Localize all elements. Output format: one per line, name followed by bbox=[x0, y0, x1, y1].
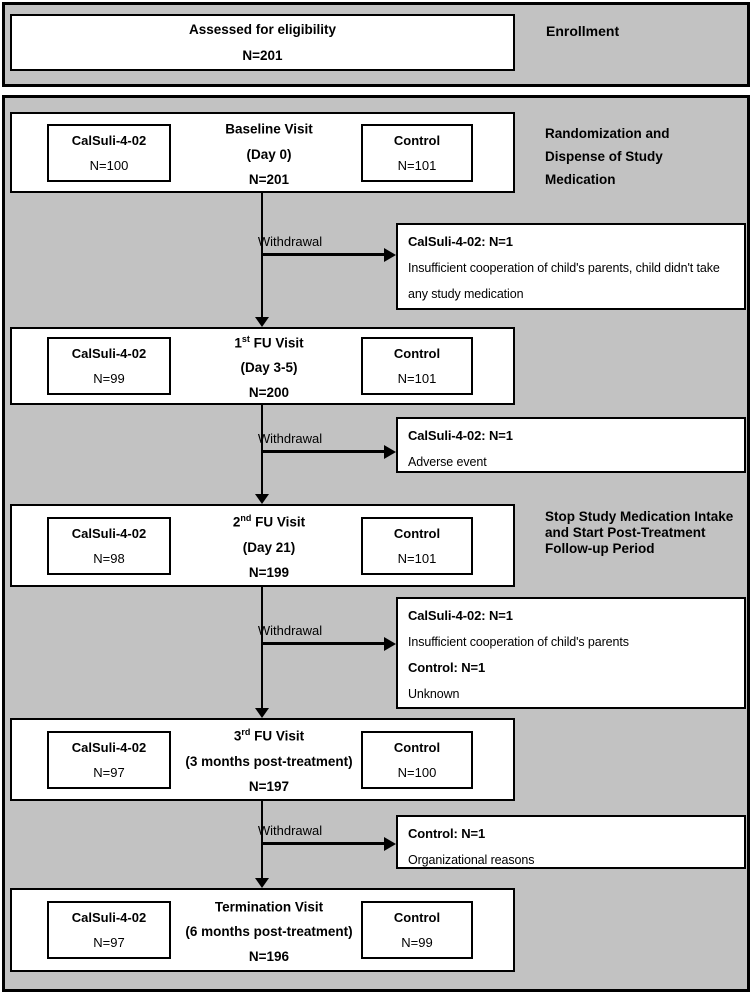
withdrawal-reason-box: CalSuli-4-02: N=1 Insufficient cooperati… bbox=[396, 223, 746, 310]
withdrawal-arm: Control: N=1 bbox=[408, 826, 486, 841]
withdrawal-reason: Insufficient cooperation of child's pare… bbox=[408, 261, 720, 275]
withdrawal-reason: any study medication bbox=[408, 287, 524, 301]
visit-title: 2nd FU Visit bbox=[232, 513, 306, 530]
arm-name: CalSuli-4-02 bbox=[71, 346, 147, 361]
treatment-arm-box: CalSuli-4-02 N=97 bbox=[47, 730, 171, 789]
withdrawal-arm: CalSuli-4-02: N=1 bbox=[408, 608, 513, 623]
visit-n: N=197 bbox=[248, 778, 290, 794]
arm-n: N=100 bbox=[397, 764, 437, 780]
visit-summary: Baseline Visit (Day 0) N=201 bbox=[173, 114, 365, 191]
visit-detail: (3 months post-treatment) bbox=[185, 753, 353, 769]
visit-detail: (Day 21) bbox=[242, 539, 296, 555]
arm-n: N=97 bbox=[93, 935, 125, 950]
visit-detail: (6 months post-treatment) bbox=[185, 924, 353, 940]
visit-summary: 1st FU Visit (Day 3-5) N=200 bbox=[173, 329, 365, 403]
withdrawal-reason: Adverse event bbox=[408, 455, 487, 469]
visit-box-1st-fu: CalSuli-4-02 N=99 1st FU Visit (Day 3-5)… bbox=[10, 327, 515, 405]
withdrawal-reason-box: CalSuli-4-02: N=1 Insufficient cooperati… bbox=[396, 597, 746, 709]
arm-name: CalSuli-4-02 bbox=[71, 739, 147, 755]
visit-n: N=200 bbox=[248, 385, 290, 401]
arrow-right-icon bbox=[384, 248, 396, 262]
visit-box-3rd-fu: CalSuli-4-02 N=97 3rd FU Visit (3 months… bbox=[10, 718, 515, 801]
arm-n: N=99 bbox=[93, 371, 125, 386]
assessed-n: N=201 bbox=[242, 47, 283, 63]
withdrawal-label: Withdrawal bbox=[257, 431, 323, 446]
enrollment-label: Enrollment bbox=[546, 23, 620, 39]
visit-box-2nd-fu: CalSuli-4-02 N=98 2nd FU Visit (Day 21) … bbox=[10, 504, 515, 587]
arm-name: Control bbox=[393, 910, 441, 925]
study-flow-frame: CalSuli-4-02 N=100 Baseline Visit (Day 0… bbox=[2, 95, 750, 992]
withdrawal-reason: Organizational reasons bbox=[408, 853, 535, 867]
withdrawal-label: Withdrawal bbox=[257, 623, 323, 638]
withdrawal-label: Withdrawal bbox=[257, 234, 323, 249]
visit-n: N=201 bbox=[248, 171, 290, 187]
treatment-arm-box: CalSuli-4-02 N=97 bbox=[47, 901, 171, 959]
visit-detail: (Day 3-5) bbox=[240, 360, 298, 376]
withdrawal-arm: CalSuli-4-02: N=1 bbox=[408, 234, 513, 249]
treatment-arm-box: CalSuli-4-02 N=100 bbox=[47, 123, 171, 182]
arm-n: N=101 bbox=[397, 157, 437, 173]
arrow-down-icon bbox=[255, 708, 269, 718]
arm-name: Control bbox=[393, 525, 441, 541]
withdrawal-reason-box: CalSuli-4-02: N=1 Adverse event bbox=[396, 417, 746, 473]
visit-detail: (Day 0) bbox=[246, 146, 292, 162]
control-arm-box: Control N=101 bbox=[361, 123, 473, 182]
stage-label-randomization: Randomization and Dispense of Study Medi… bbox=[545, 126, 670, 187]
visit-box-termination: CalSuli-4-02 N=97 Termination Visit (6 m… bbox=[10, 888, 515, 972]
withdrawal-reason-box: Control: N=1 Organizational reasons bbox=[396, 815, 746, 869]
arrow-right-icon bbox=[384, 837, 396, 851]
withdrawal-arrow-line bbox=[262, 842, 386, 845]
withdrawal-arm: Control: N=1 bbox=[408, 660, 486, 675]
control-arm-box: Control N=101 bbox=[361, 516, 473, 575]
arm-n: N=98 bbox=[93, 550, 125, 566]
arm-name: Control bbox=[393, 739, 441, 755]
withdrawal-reason: Insufficient cooperation of child's pare… bbox=[408, 635, 629, 649]
arrow-right-icon bbox=[384, 637, 396, 651]
arm-name: CalSuli-4-02 bbox=[71, 910, 147, 925]
arrow-down-icon bbox=[255, 494, 269, 504]
arm-n: N=97 bbox=[93, 764, 125, 780]
visit-summary: 2nd FU Visit (Day 21) N=199 bbox=[173, 506, 365, 585]
flow-arrow-line bbox=[261, 801, 263, 879]
visit-summary: Termination Visit (6 months post-treatme… bbox=[173, 890, 365, 970]
arrow-down-icon bbox=[255, 878, 269, 888]
arm-name: Control bbox=[393, 132, 441, 148]
stage-label-stop-medication: Stop Study Medication Intake and Start P… bbox=[545, 509, 734, 556]
arrow-right-icon bbox=[384, 445, 396, 459]
arm-n: N=101 bbox=[397, 371, 437, 386]
withdrawal-reason: Unknown bbox=[408, 687, 460, 701]
control-arm-box: Control N=100 bbox=[361, 730, 473, 789]
arrow-down-icon bbox=[255, 317, 269, 327]
visit-summary: 3rd FU Visit (3 months post-treatment) N… bbox=[173, 720, 365, 799]
withdrawal-arrow-line bbox=[262, 642, 386, 645]
visit-box-baseline: CalSuli-4-02 N=100 Baseline Visit (Day 0… bbox=[10, 112, 515, 193]
treatment-arm-box: CalSuli-4-02 N=99 bbox=[47, 337, 171, 395]
arm-n: N=100 bbox=[89, 157, 129, 173]
visit-n: N=196 bbox=[248, 949, 290, 965]
arm-name: CalSuli-4-02 bbox=[71, 132, 147, 148]
visit-title: 3rd FU Visit bbox=[233, 727, 305, 744]
arm-n: N=99 bbox=[401, 935, 433, 950]
arm-name: CalSuli-4-02 bbox=[71, 525, 147, 541]
visit-title: 1st FU Visit bbox=[234, 333, 304, 351]
visit-n: N=199 bbox=[248, 564, 290, 580]
visit-title: Termination Visit bbox=[214, 899, 324, 915]
arm-name: Control bbox=[393, 346, 441, 361]
arm-n: N=101 bbox=[397, 550, 437, 566]
withdrawal-arrow-line bbox=[262, 450, 386, 453]
withdrawal-label: Withdrawal bbox=[257, 823, 323, 838]
visit-title: Baseline Visit bbox=[225, 121, 313, 137]
assessed-title: Assessed for eligibility bbox=[188, 21, 337, 37]
treatment-arm-box: CalSuli-4-02 N=98 bbox=[47, 516, 171, 575]
assessed-for-eligibility-box: Assessed for eligibility N=201 bbox=[10, 14, 515, 71]
enrollment-frame: Assessed for eligibility N=201 Enrollmen… bbox=[2, 2, 750, 87]
withdrawal-arrow-line bbox=[262, 253, 386, 256]
flow-arrow-line bbox=[261, 587, 263, 709]
withdrawal-arm: CalSuli-4-02: N=1 bbox=[408, 428, 513, 443]
control-arm-box: Control N=101 bbox=[361, 337, 473, 395]
control-arm-box: Control N=99 bbox=[361, 901, 473, 959]
